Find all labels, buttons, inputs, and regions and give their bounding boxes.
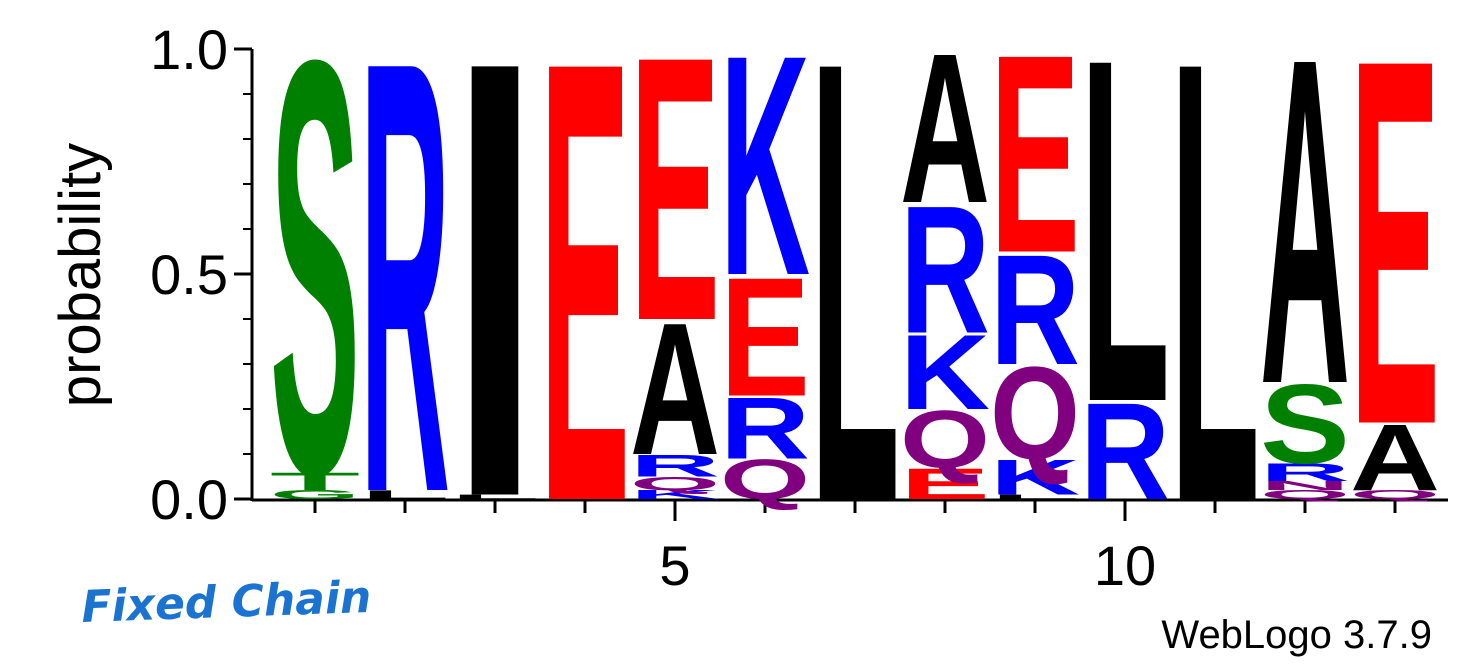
letter-L-pos10: L: [1080, 0, 1170, 504]
y-axis: 0.0 0.5 1.0: [150, 18, 254, 531]
letter-E-pos8: E: [900, 460, 990, 509]
letter-K-pos8: K: [900, 312, 990, 432]
letter-R-pos10: R: [1080, 374, 1170, 528]
letter-L-pos7: L: [810, 0, 900, 633]
letter-E-pos6: E: [720, 243, 810, 432]
letter-E-pos13: E: [1350, 0, 1440, 533]
letter-R-pos2: R: [360, 0, 450, 622]
letter-A-pos12: A: [1260, 0, 1350, 482]
letter-Q-pos8: Q: [900, 394, 990, 485]
stack-10: RL: [1080, 0, 1170, 528]
letter-Q-pos13: Q: [1350, 488, 1440, 502]
x-tick-label: 5: [659, 534, 690, 597]
letter-L-pos3: L: [450, 493, 540, 500]
weblogo-credit: WebLogo 3.7.9: [1161, 613, 1432, 657]
letter-L-pos11: L: [1170, 0, 1260, 633]
letter-Q-pos6: Q: [720, 449, 810, 512]
y-tick-label: 0.5: [150, 243, 228, 306]
letter-R-pos6: R: [720, 379, 810, 478]
letter-R-pos9: R: [990, 223, 1080, 398]
x-axis: 5 10: [252, 498, 1448, 597]
letter-L-pos9: L: [990, 493, 1080, 500]
stack-2: LR: [360, 0, 450, 622]
letter-R-pos12: R: [1260, 459, 1350, 487]
letter-A-pos13: A: [1350, 406, 1440, 511]
letter-T-pos1: T: [270, 467, 360, 495]
letter-A-pos8: A: [900, 10, 990, 248]
letter-S-pos1: S: [270, 0, 360, 597]
letter-Q-pos12: Q: [1260, 488, 1350, 502]
letter-Q-pos9: Q: [990, 340, 1080, 487]
y-axis-label: probability: [48, 143, 113, 407]
fixed-chain-annotation: Fixed Chain: [81, 572, 372, 633]
letter-R-pos5: R: [630, 448, 720, 483]
letter-S-pos12: S: [1260, 361, 1350, 487]
letter-E-pos4: E: [540, 0, 630, 633]
stack-11: L: [1170, 0, 1260, 633]
x-tick-label: 10: [1094, 534, 1156, 597]
stack-7: L: [810, 0, 900, 633]
letter-I-pos3: I: [450, 0, 540, 627]
stack-1: GTS: [270, 0, 360, 597]
y-tick-label: 0.0: [150, 468, 228, 531]
stack-3: LI: [450, 0, 540, 627]
letter-G-pos1: G: [270, 488, 360, 502]
letter-E-pos5: E: [630, 0, 720, 400]
letter-R-pos8: R: [900, 169, 990, 372]
letter-K-pos5: K: [630, 488, 720, 502]
letter-N-pos12: N: [1260, 479, 1350, 493]
letter-E-pos9: E: [990, 0, 1080, 311]
letter-L-pos2: L: [360, 488, 450, 502]
stack-4: E: [540, 0, 630, 633]
y-tick-label: 1.0: [150, 18, 228, 81]
letter-K-pos9: K: [990, 450, 1080, 506]
letter-K-pos6: K: [720, 0, 810, 341]
letter-Q-pos5: Q: [630, 473, 720, 494]
stack-13: QAE: [1350, 0, 1440, 533]
letter-A-pos5: A: [630, 283, 720, 494]
